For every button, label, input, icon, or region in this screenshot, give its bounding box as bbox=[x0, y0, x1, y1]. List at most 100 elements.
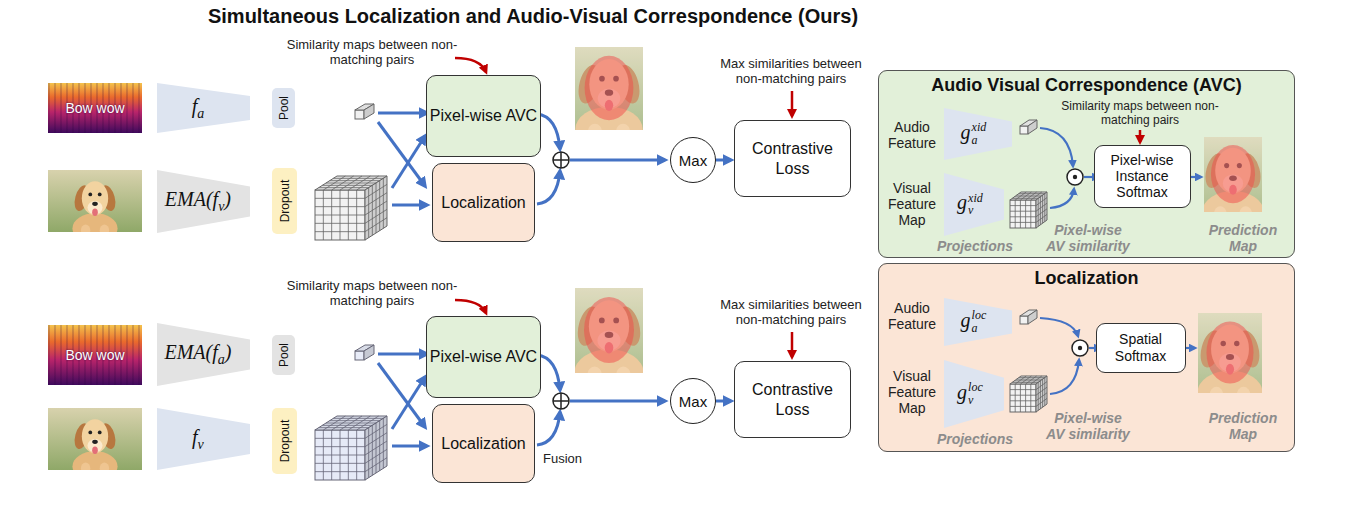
feature-cube bbox=[355, 104, 374, 119]
annotation-arrow bbox=[1139, 130, 1142, 142]
process-box: Contrastive Loss bbox=[734, 120, 851, 197]
node-label: Bow wow bbox=[65, 347, 124, 363]
stage-caption: Prediction Map bbox=[1202, 222, 1284, 254]
fusion-plus bbox=[553, 152, 569, 168]
flow-arrow bbox=[392, 377, 425, 429]
softmax-box: Spatial Softmax bbox=[1096, 323, 1186, 373]
cube-grid-line bbox=[1015, 192, 1026, 200]
script-stack: loca bbox=[972, 309, 987, 334]
superscript: xid bbox=[968, 192, 983, 205]
cube-face bbox=[315, 430, 365, 480]
cube-grid-line bbox=[1010, 400, 1036, 401]
cube-grid-line bbox=[1042, 195, 1043, 223]
flow-arrow bbox=[1040, 128, 1073, 166]
node-label: Dropout bbox=[278, 420, 292, 463]
text-block: fa bbox=[192, 95, 205, 122]
text-block: fv bbox=[192, 426, 204, 453]
subscript: v bbox=[968, 204, 983, 217]
connector-arrow bbox=[716, 400, 731, 403]
annotation-arrow bbox=[791, 91, 794, 116]
cube-grid-line bbox=[1025, 384, 1026, 412]
superscript: xid bbox=[972, 121, 987, 134]
text-block: Pixel-wise AVC bbox=[430, 347, 537, 366]
product-dot bbox=[1072, 340, 1088, 356]
cube-face bbox=[1010, 384, 1036, 412]
node-label: g bbox=[957, 381, 967, 403]
projection-trapezoid: gloca bbox=[944, 298, 1012, 346]
cube-grid-line bbox=[383, 418, 384, 468]
cube-face bbox=[1020, 316, 1028, 324]
cube-grid-line bbox=[1010, 222, 1036, 223]
node-label: ) bbox=[225, 341, 232, 363]
annotation: Similarity maps between non-matching pai… bbox=[282, 38, 462, 68]
cube-face bbox=[315, 190, 365, 240]
subscript: a bbox=[218, 352, 225, 367]
subscript: v bbox=[198, 437, 204, 452]
text-block: Dropout bbox=[278, 420, 292, 463]
text-block: Max bbox=[679, 152, 707, 169]
trapezoid-fill bbox=[944, 108, 1012, 160]
panel-heading: Localization bbox=[1034, 268, 1138, 288]
text-block: Pixel-wise AVC bbox=[430, 106, 537, 125]
cube-grid-line bbox=[1010, 395, 1036, 396]
trapezoid-fill bbox=[944, 360, 1004, 428]
cube-face bbox=[1028, 310, 1037, 324]
node-label: Localization bbox=[441, 435, 526, 452]
feature-cube bbox=[315, 416, 387, 480]
cube-grid-line bbox=[315, 223, 365, 224]
flow-arrow bbox=[537, 412, 560, 445]
max-circle: Max bbox=[670, 378, 716, 424]
node-label: Pool bbox=[277, 96, 291, 120]
text-block: glocv bbox=[957, 381, 983, 407]
process-box: Pixel-wise AVC bbox=[426, 316, 541, 398]
flow-arrow bbox=[570, 400, 665, 403]
flow-arrow bbox=[570, 159, 665, 162]
process-box: Contrastive Loss bbox=[734, 361, 851, 438]
script-stack: xida bbox=[972, 121, 987, 146]
stage-caption: Projections bbox=[930, 431, 1020, 447]
cube-grid-line bbox=[1031, 192, 1042, 200]
stage-caption: Prediction Map bbox=[1202, 410, 1284, 442]
superscript: loc bbox=[972, 309, 987, 322]
layer-box: Dropout bbox=[272, 408, 297, 474]
flow-arrow bbox=[1040, 318, 1078, 336]
annotation: Similarity maps between non-matching pai… bbox=[1055, 100, 1225, 128]
text-block: gloca bbox=[961, 309, 987, 335]
text-block: EMA(fv) bbox=[165, 188, 231, 215]
cube-face bbox=[1020, 126, 1028, 134]
cube-grid-line bbox=[348, 190, 349, 240]
input-label: Audio Feature bbox=[883, 119, 941, 151]
subscript: a bbox=[972, 322, 987, 335]
cube-grid-line bbox=[1036, 398, 1047, 406]
subscript: v bbox=[968, 394, 983, 407]
node-label: Spatial Softmax bbox=[1115, 331, 1166, 363]
cube-grid-line bbox=[333, 418, 383, 419]
cube-grid-line bbox=[333, 178, 383, 179]
node-label: Bow wow bbox=[65, 100, 124, 116]
prediction-image bbox=[537, 283, 681, 395]
cube-grid-line bbox=[1020, 192, 1031, 200]
cube-grid-line bbox=[315, 455, 365, 456]
node-label: EMA(f bbox=[164, 341, 217, 363]
cube-grid-line bbox=[1010, 406, 1036, 407]
cube-grid-line bbox=[1014, 380, 1040, 381]
cube-grid-line bbox=[1036, 214, 1047, 222]
flow-arrow bbox=[378, 122, 425, 186]
cube-grid-line bbox=[356, 190, 357, 240]
panel-arrows bbox=[1040, 128, 1201, 394]
cube-grid-line bbox=[1020, 200, 1021, 228]
projection-trapezoid: gxida bbox=[944, 108, 1012, 160]
prediction-image bbox=[539, 42, 680, 152]
cube-face bbox=[1028, 120, 1037, 134]
fusion-plus bbox=[553, 393, 569, 409]
cube-grid-line bbox=[376, 183, 377, 233]
text-block: Localization bbox=[441, 193, 526, 212]
cube-face bbox=[355, 351, 364, 360]
cube-grid-line bbox=[1030, 200, 1031, 228]
dog-image bbox=[48, 408, 142, 481]
subscript: a bbox=[972, 134, 987, 147]
node-label: Contrastive Loss bbox=[752, 381, 833, 417]
flow-arrow bbox=[1050, 360, 1079, 394]
text-block: Dropout bbox=[278, 180, 292, 223]
cube-grid-line bbox=[1017, 379, 1043, 380]
